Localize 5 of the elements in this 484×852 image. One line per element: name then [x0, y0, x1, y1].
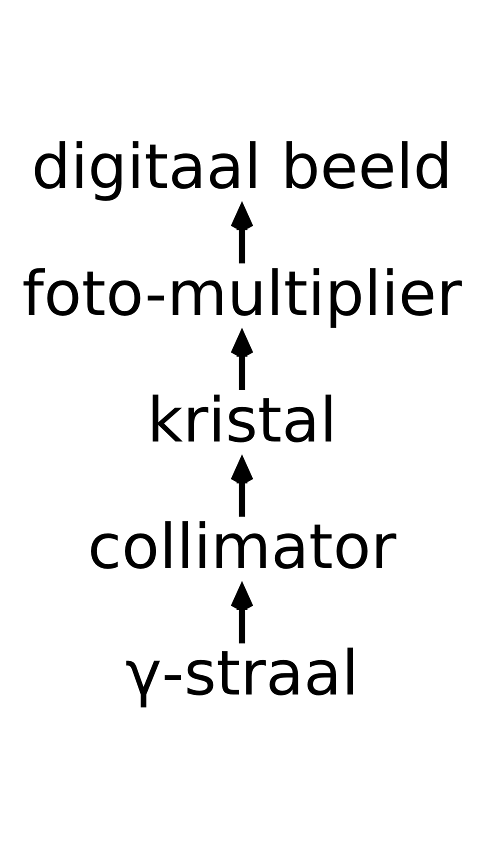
node-text: kristal — [147, 384, 337, 456]
node-text: collimator — [88, 511, 396, 584]
node-text: foto-multiplier — [22, 258, 462, 330]
node-text: digitaal beeld — [31, 131, 453, 204]
node-text: γ-straal — [125, 638, 359, 710]
